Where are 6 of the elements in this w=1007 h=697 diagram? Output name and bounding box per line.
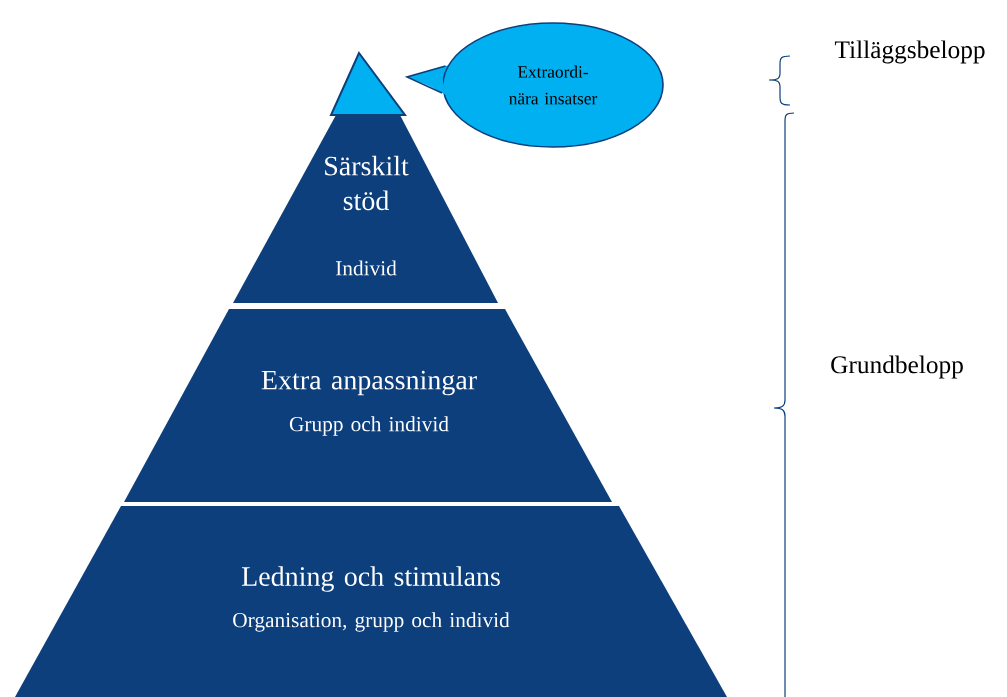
bracket-label: Grundbelopp xyxy=(831,355,963,379)
pyramid-layer: Särskilt stöd Individ xyxy=(233,115,498,303)
bracket-label: Tilläggsbelopp xyxy=(834,40,985,64)
pyramid-layer: Extra anpassningar Grupp och individ xyxy=(124,309,612,502)
speech-bubble: Extraordi- nära insatser xyxy=(404,22,664,148)
pyramid-layer: Ledning och stimulans Organisation, grupp och individ xyxy=(15,506,727,697)
